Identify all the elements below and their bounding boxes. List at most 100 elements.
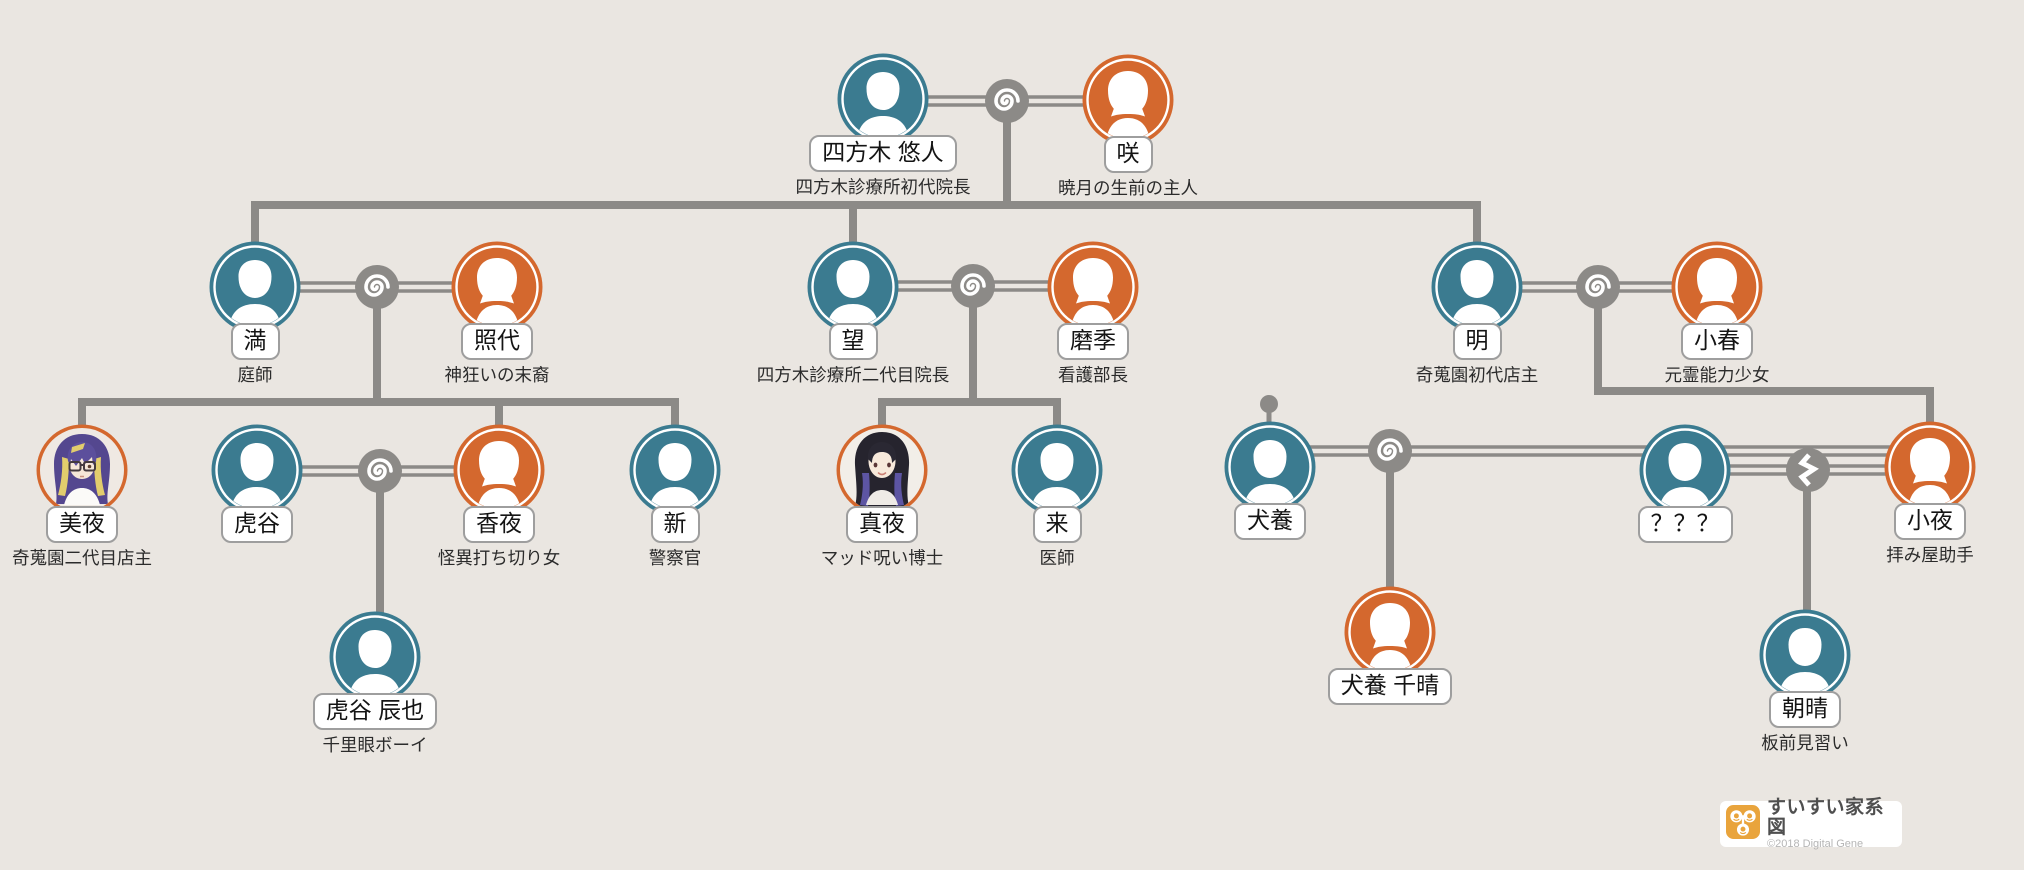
avatar (452, 423, 546, 517)
portrait-avatar-mayo (836, 424, 928, 516)
person-name-badge: 新 (650, 506, 700, 543)
person-subtitle: 医師 (1039, 547, 1075, 568)
male-avatar-icon (1759, 609, 1851, 701)
male-avatar-icon (1011, 424, 1103, 516)
app-logo-title: すいすい家系図 (1767, 796, 1885, 838)
person-name-badge: 犬養 千晴 (1327, 668, 1453, 705)
person-name-badge: 明 (1452, 323, 1502, 360)
person-subtitle: 神狂いの末裔 (444, 364, 550, 385)
female-avatar-icon (1671, 241, 1763, 333)
person-name-badge: 望 (828, 323, 878, 360)
male-avatar-icon (1639, 424, 1731, 516)
person-name-badge: 照代 (461, 323, 533, 360)
person-name-badge: 虎谷 辰也 (312, 693, 438, 730)
person-subtitle: 警察官 (648, 547, 702, 568)
avatar (208, 240, 302, 334)
avatar (1081, 53, 1175, 147)
avatar (35, 423, 129, 517)
person-subtitle: 庭師 (237, 364, 273, 385)
female-avatar-icon (1344, 586, 1436, 678)
person-name-badge: 小春 (1681, 323, 1753, 360)
marriage-spiral-icon (364, 274, 390, 297)
person-name-badge: ？？？ (1637, 506, 1733, 543)
family-tree-app-icon (1726, 804, 1760, 844)
male-avatar-icon (837, 53, 929, 145)
avatar (1638, 423, 1732, 517)
person-subtitle: 怪異打ち切り女 (437, 547, 561, 568)
person-name-badge: 磨季 (1057, 323, 1129, 360)
avatar (836, 52, 930, 146)
person-mayo[interactable]: 真夜 マッド呪い博士 (712, 423, 1052, 570)
person-name-badge: 真夜 (846, 506, 918, 543)
person-teruyo[interactable]: 照代 神狂いの末裔 (327, 240, 667, 387)
person-name-badge: 咲 (1103, 136, 1153, 173)
person-name-badge: 朝晴 (1769, 691, 1841, 728)
avatar (628, 423, 722, 517)
person-subtitle: 看護部長 (1058, 364, 1128, 385)
person-name-badge: 犬養 (1234, 503, 1306, 540)
parent-stub-dot (1260, 395, 1278, 413)
person-arata[interactable]: 新 警察官 (505, 423, 845, 570)
avatar (835, 423, 929, 517)
person-subtitle: 元霊能力少女 (1664, 364, 1770, 385)
person-yuto[interactable]: 四方木 悠人 四方木診療所初代院長 (713, 52, 1053, 199)
marriage-spiral-icon (367, 458, 393, 481)
male-avatar-icon (329, 611, 421, 703)
avatar (450, 240, 544, 334)
person-toratani[interactable]: 虎谷 (87, 423, 427, 543)
person-nozomu[interactable]: 望 四方木診療所二代目院長 (683, 240, 1023, 387)
person-subtitle: 奇蒐園二代目店主 (12, 547, 152, 568)
person-name-badge: 小夜 (1894, 503, 1966, 540)
male-avatar-icon (1224, 421, 1316, 513)
avatar (1430, 240, 1524, 334)
person-subtitle: 千里眼ボーイ (322, 734, 428, 755)
person-subtitle: 四方木診療所二代目院長 (756, 364, 950, 385)
avatar (328, 610, 422, 704)
marriage-spiral-icon (960, 273, 986, 296)
person-chiharu[interactable]: 犬養 千晴 (1220, 585, 1560, 705)
person-subtitle: 奇蒐園初代店主 (1415, 364, 1539, 385)
avatar (1343, 585, 1437, 679)
female-avatar-icon (451, 241, 543, 333)
person-subtitle: 拝み屋助手 (1886, 544, 1974, 565)
person-subtitle: 板前見習い (1761, 732, 1849, 753)
avatar (1758, 608, 1852, 702)
male-avatar-icon (1431, 241, 1523, 333)
person-kaya[interactable]: 香夜 怪異打ち切り女 (329, 423, 669, 570)
divorce-zigzag-icon (1797, 453, 1819, 487)
person-rai[interactable]: 来 医師 (887, 423, 1227, 570)
male-avatar-icon (629, 424, 721, 516)
person-sayo[interactable]: 小夜 拝み屋助手 (1760, 420, 2024, 567)
avatar (210, 423, 304, 517)
avatar (1670, 240, 1764, 334)
person-unknown[interactable]: ？？？ (1515, 423, 1855, 543)
female-avatar-icon (1884, 421, 1976, 513)
avatar (1223, 420, 1317, 514)
male-avatar-icon (807, 241, 899, 333)
person-name-badge: 満 (230, 323, 280, 360)
female-avatar-icon (453, 424, 545, 516)
person-mitsuru[interactable]: 満 庭師 (85, 240, 425, 387)
person-subtitle: 暁月の生前の主人 (1058, 177, 1198, 198)
person-saki[interactable]: 咲 暁月の生前の主人 (958, 53, 1298, 200)
person-akira[interactable]: 明 奇蒐園初代店主 (1307, 240, 1647, 387)
person-subtitle: 四方木診療所初代院長 (795, 176, 971, 197)
person-name-badge: 四方木 悠人 (809, 135, 957, 172)
marriage-spiral-icon (994, 88, 1020, 111)
avatar (1046, 240, 1140, 334)
person-inukai[interactable]: 犬養 (1100, 420, 1440, 540)
person-maki[interactable]: 磨季 看護部長 (923, 240, 1263, 387)
female-avatar-icon (1047, 241, 1139, 333)
avatar (1010, 423, 1104, 517)
male-avatar-icon (209, 241, 301, 333)
person-subtitle: マッド呪い博士 (820, 547, 944, 568)
person-koharu[interactable]: 小春 元霊能力少女 (1547, 240, 1887, 387)
person-asaharu[interactable]: 朝晴 板前見習い (1635, 608, 1975, 755)
marriage-spiral-icon (1377, 438, 1403, 461)
person-miya[interactable]: 美夜 奇蒐園二代目店主 (0, 423, 252, 570)
app-logo-card: すいすい家系図 ©2018 Digital Gene (1720, 796, 1902, 849)
person-tatsuya[interactable]: 虎谷 辰也 千里眼ボーイ (205, 610, 545, 757)
male-avatar-icon (211, 424, 303, 516)
